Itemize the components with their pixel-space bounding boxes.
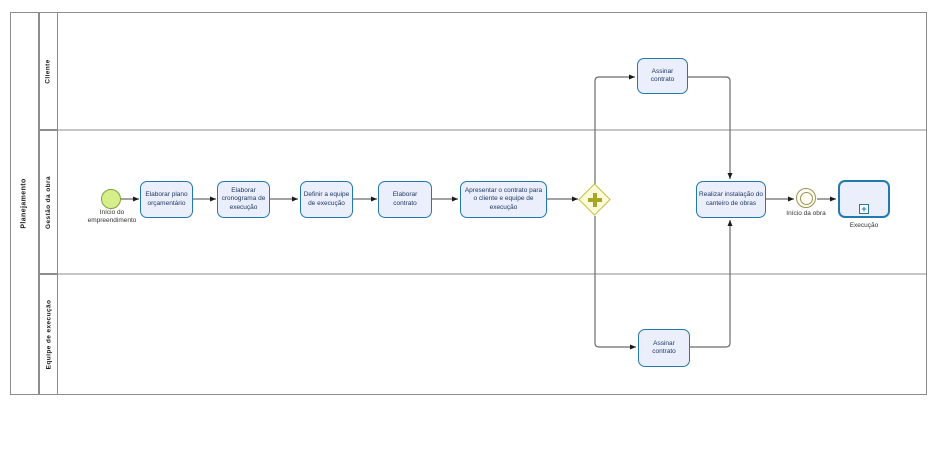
task-definir-equipe[interactable]: Definir a equipe de execução	[300, 181, 353, 218]
subprocess-execucao[interactable]: +	[838, 180, 890, 218]
task-assinar-contrato-equipe[interactable]: Assinar contrato	[638, 329, 690, 367]
flow-assinar-equipe-to-realizar	[690, 220, 733, 348]
flow-gateway-to-assinar-equipe	[594, 216, 636, 350]
task-elaborar-plano[interactable]: Elaborar plano orçamentário	[140, 181, 193, 218]
intermediate-event-inicio-da-obra[interactable]	[796, 188, 816, 208]
start-event[interactable]	[101, 189, 121, 209]
task-elaborar-cronograma[interactable]: Elaborar cronograma de execução	[217, 181, 270, 218]
subprocess-label: Execução	[849, 222, 879, 229]
task-realizar-instalacao[interactable]: Realizar instalação do canteiro de obras	[696, 181, 766, 218]
flow-gateway-to-assinar-cliente	[594, 74, 635, 184]
lane-label-cliente: Cliente	[39, 12, 58, 130]
task-elaborar-contrato[interactable]: Elaborar contrato	[378, 181, 432, 218]
intermediate-event-inner-ring	[799, 191, 813, 205]
intermediate-event-label: Início da obra	[786, 210, 826, 217]
parallel-gateway-plus-icon	[593, 193, 597, 207]
lane-label-equipe: Equipe de execução	[39, 274, 58, 395]
lane-label-gestao: Gestão da obra	[39, 130, 58, 274]
start-event-label: Início do empreendimento	[87, 209, 137, 225]
subprocess-plus-icon[interactable]: +	[859, 204, 869, 214]
flow-assinar-cliente-to-realizar	[688, 76, 733, 179]
pool-header: Planejamento	[10, 12, 39, 395]
task-assinar-contrato-cliente[interactable]: Assinar contrato	[637, 58, 688, 94]
task-apresentar-contrato[interactable]: Apresentar o contrato para o cliente e e…	[460, 181, 547, 218]
